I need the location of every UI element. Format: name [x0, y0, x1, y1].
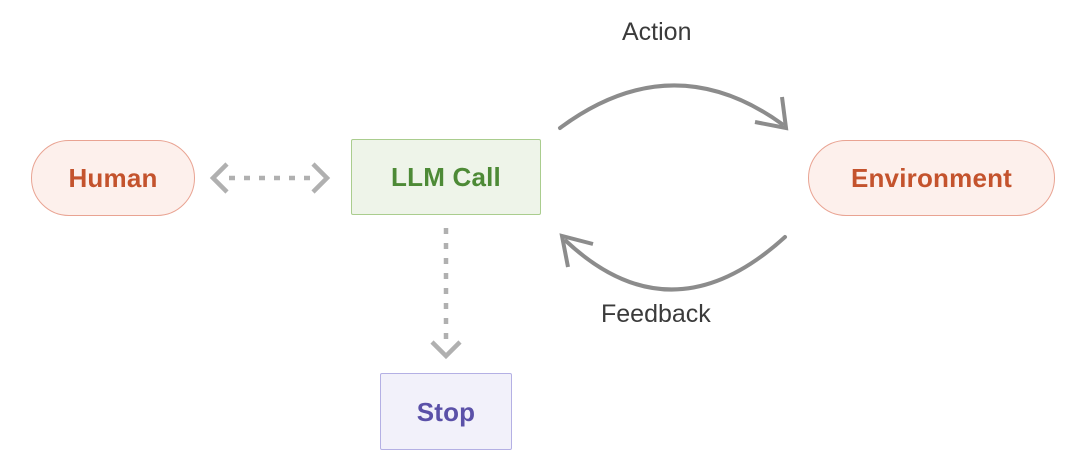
arrow-head-left-icon	[209, 162, 229, 194]
edge-feedback	[559, 233, 787, 292]
edge-label-feedback: Feedback	[601, 300, 711, 328]
edge-human-llm-call	[209, 162, 331, 194]
arrow-head-down-icon	[430, 340, 462, 360]
node-human-label: Human	[68, 163, 158, 193]
edge-feedback-arc	[564, 235, 787, 292]
node-environment[interactable]: Environment	[808, 140, 1055, 216]
edge-action-arc	[558, 83, 784, 130]
node-stop[interactable]: Stop	[380, 373, 512, 450]
arrow-head-up-left-icon	[559, 233, 594, 268]
arrow-head-right-icon	[311, 162, 331, 194]
edge-action	[558, 83, 789, 131]
node-stop-label: Stop	[416, 396, 476, 427]
edge-llm-call-stop	[430, 228, 462, 360]
node-environment-label: Environment	[850, 163, 1013, 193]
node-llm-call-label: LLM Call	[391, 162, 501, 192]
node-llm-call[interactable]: LLM Call	[351, 139, 541, 215]
node-human[interactable]: Human	[31, 140, 195, 216]
arrow-head-down-right-icon	[754, 96, 789, 131]
edge-label-action: Action	[622, 18, 692, 46]
